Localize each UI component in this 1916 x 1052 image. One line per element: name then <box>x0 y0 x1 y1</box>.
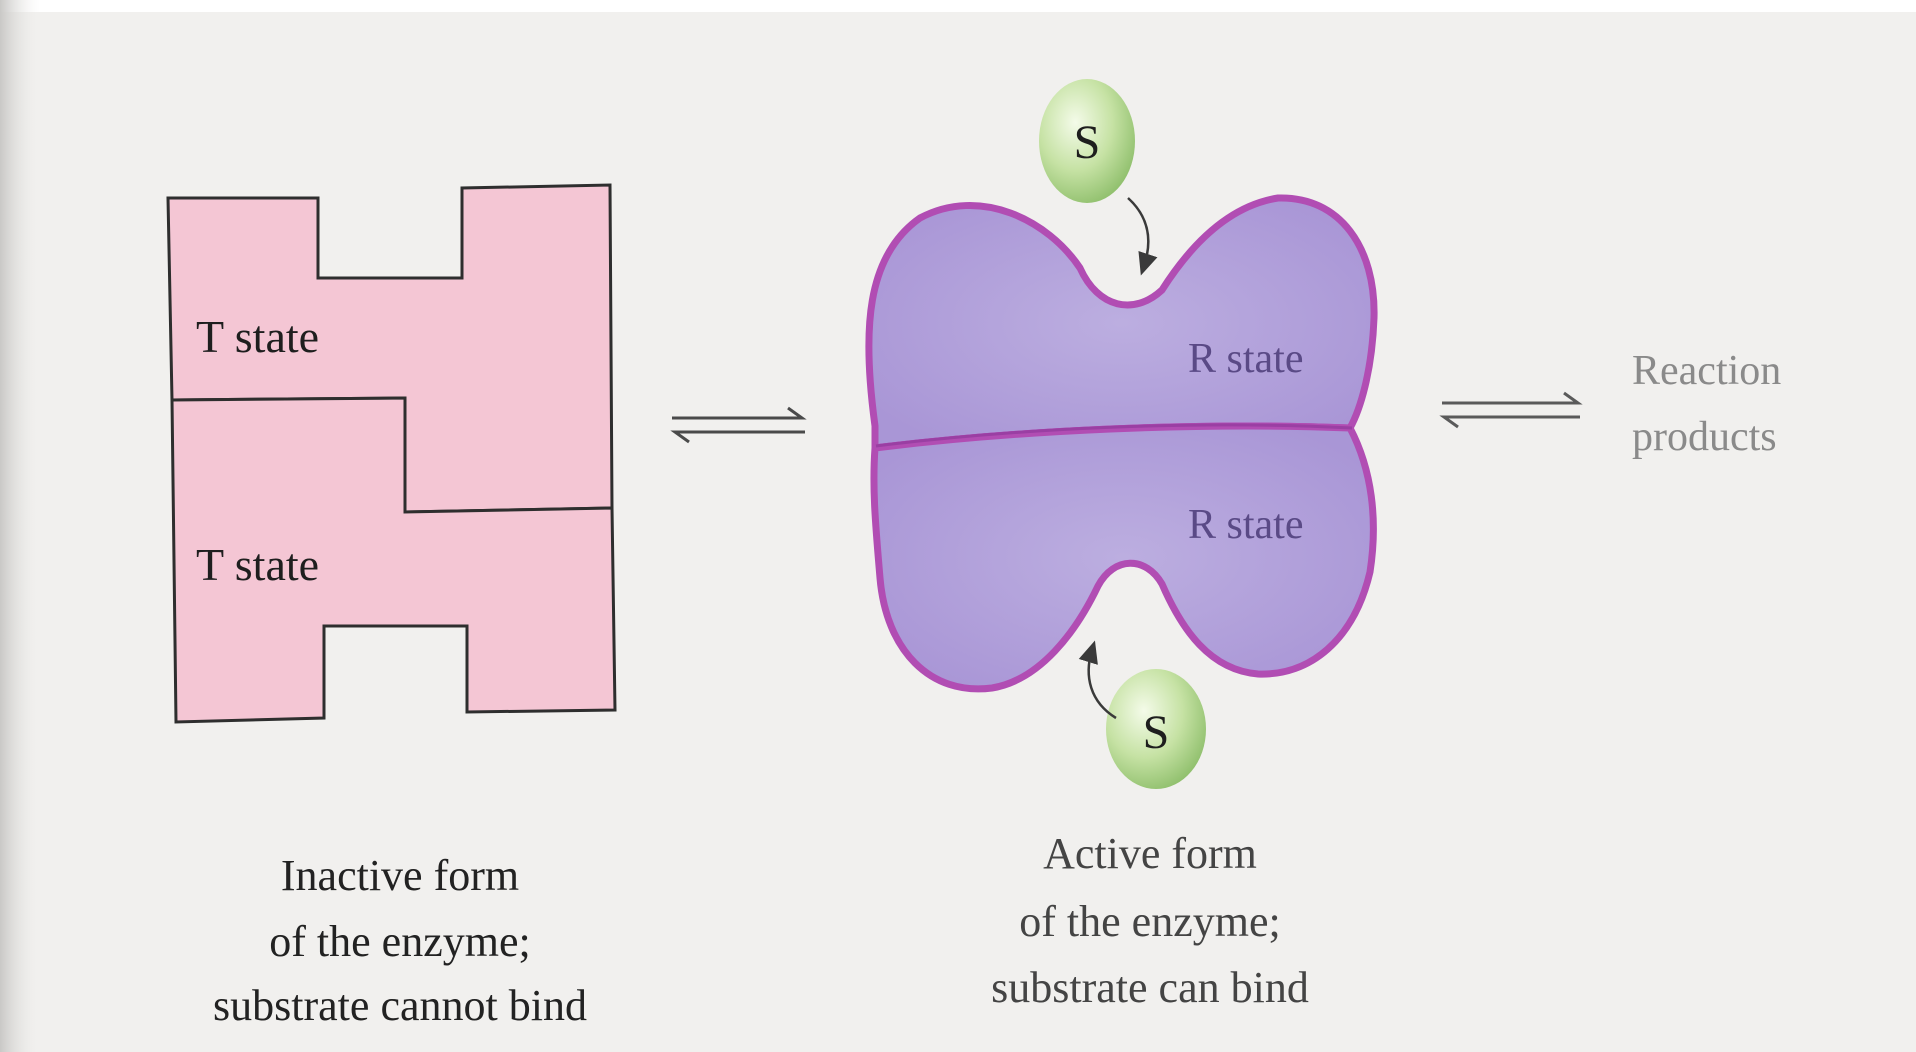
active-caption: Active form of the enzyme; substrate can… <box>991 829 1309 1012</box>
substrate-top-arrow <box>1128 198 1148 266</box>
inactive-caption-line-3: substrate cannot bind <box>213 981 587 1030</box>
r-state-top-label: R state <box>1188 336 1303 382</box>
reaction-products: Reaction products <box>1632 348 1781 460</box>
inactive-caption: Inactive form of the enzyme; substrate c… <box>213 851 587 1030</box>
equilibrium-arrows-r-products <box>1442 393 1580 427</box>
reaction-products-line-1: Reaction <box>1632 348 1781 394</box>
inactive-caption-line-1: Inactive form <box>281 851 519 900</box>
substrate-top-label: S <box>1074 116 1101 169</box>
substrate-bottom: S <box>1089 650 1206 789</box>
active-caption-line-1: Active form <box>1043 829 1257 878</box>
r-state-bottom-label: R state <box>1188 502 1303 548</box>
t-state-top-label: T state <box>196 311 319 362</box>
active-caption-line-3: substrate can bind <box>991 963 1309 1012</box>
left-edge-shadow <box>0 0 40 1052</box>
t-state-bottom-label: T state <box>196 539 319 590</box>
t-state-enzyme: T state T state <box>168 185 615 722</box>
r-state-top-subunit <box>869 198 1374 448</box>
substrate-bottom-label: S <box>1143 706 1170 759</box>
r-state-enzyme: R state R state <box>869 198 1374 689</box>
top-margin <box>0 0 1916 12</box>
active-caption-line-2: of the enzyme; <box>1019 897 1280 946</box>
r-state-bottom-subunit <box>874 426 1373 689</box>
inactive-caption-line-2: of the enzyme; <box>269 917 530 966</box>
reaction-products-line-2: products <box>1632 414 1777 460</box>
equilibrium-arrows-t-r <box>672 408 805 442</box>
